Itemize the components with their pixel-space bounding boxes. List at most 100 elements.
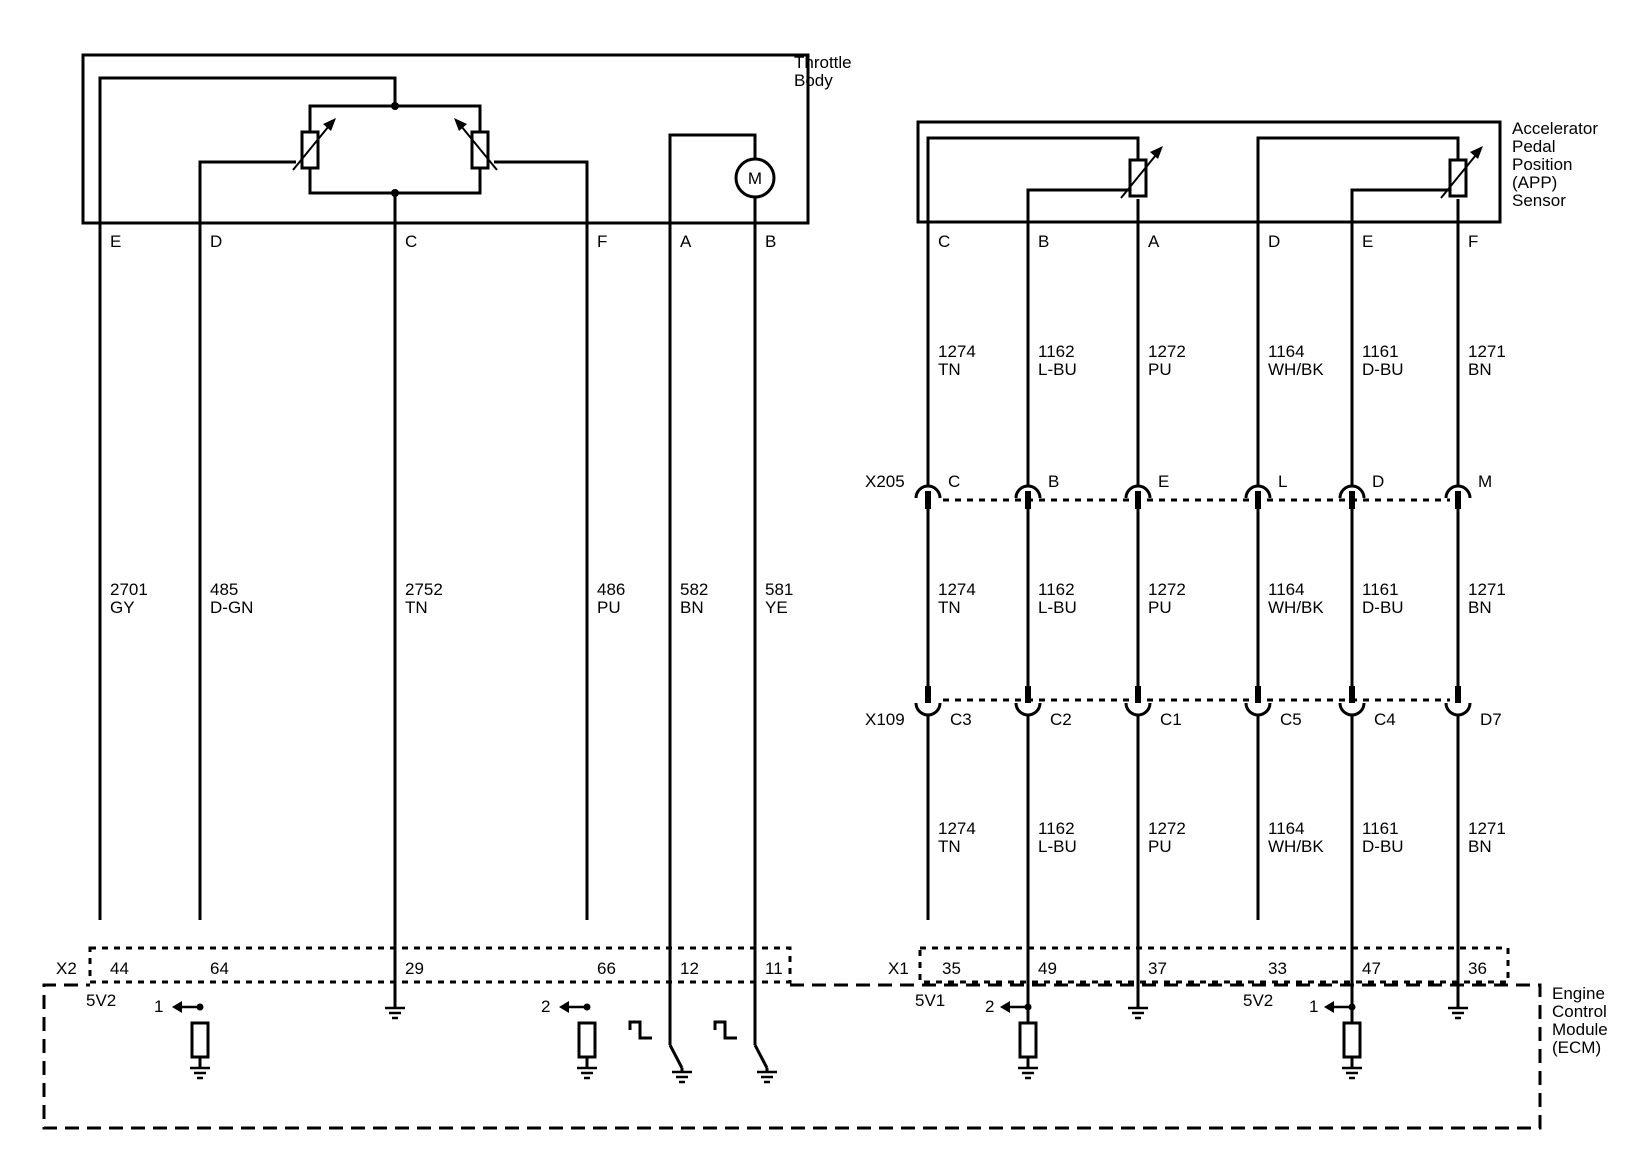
connector-x205: X205 C B E L D M	[865, 472, 1492, 509]
app-seg1-circuit-1272: 1272	[1148, 342, 1186, 361]
app-pin-a: A	[1148, 232, 1160, 251]
app-sensor-2-resistor-icon	[1440, 146, 1483, 199]
app-seg2-circuit-1164: 1164	[1268, 580, 1305, 599]
tb-circuit-2701: 2701	[110, 580, 148, 599]
ecm-app2-pulldown	[1324, 1001, 1362, 1068]
x2-pin-11: 11	[765, 959, 783, 978]
app-seg1-circuit-1161: 1161	[1362, 342, 1399, 361]
throttle-body-label-2: Body	[794, 71, 833, 90]
x205-jack-2	[1124, 484, 1152, 509]
tb-circuit-581: 581	[765, 580, 793, 599]
tb-color-pu: PU	[597, 598, 621, 617]
x2-pin-44: 44	[110, 959, 129, 978]
x2-label: X2	[56, 959, 77, 978]
tb-color-bn: BN	[680, 598, 704, 617]
x109-cavity-c4: C4	[1374, 710, 1396, 729]
app-seg2-circuit-1161: 1161	[1362, 580, 1399, 599]
ecm-label-4: (ECM)	[1552, 1038, 1601, 1057]
app-seg2-circuit-1162: 1162	[1038, 580, 1075, 599]
app-pin-f: F	[1468, 232, 1478, 251]
app-seg3-circuit-1164: 1164	[1268, 819, 1305, 838]
x205-jack-4	[1338, 484, 1366, 509]
x109-cavity-d7: D7	[1480, 710, 1502, 729]
app-seg1-circuit-1162: 1162	[1038, 342, 1075, 361]
x205-cavity-l: L	[1278, 472, 1287, 491]
ecm-app-low2-ground-icon	[1448, 1006, 1468, 1020]
app-seg1-color-pu: PU	[1148, 360, 1172, 379]
x2-pin-29: 29	[405, 959, 424, 978]
x1-label: X1	[888, 959, 909, 978]
x2-pin-66: 66	[597, 959, 616, 978]
tb-color-gy: GY	[110, 598, 135, 617]
app-seg3-color-dbu: D-BU	[1362, 837, 1404, 856]
x1-pin-35: 35	[942, 959, 961, 978]
app-wire-labels: C B A D E F 1274 TN 1162 L-BU 1272 PU 11…	[938, 232, 1506, 856]
throttle-body-outline	[81, 53, 810, 225]
x205-jack-5	[1444, 484, 1472, 509]
app-seg2-circuit-1271: 1271	[1468, 580, 1506, 599]
x1-pin-36: 36	[1468, 959, 1487, 978]
ecm-connector-x1: X1 35 49 37 33 47 36	[888, 946, 1510, 984]
ecm-input-2-throttle: 2	[541, 997, 550, 1016]
ecm-tps1-pulldown-ground-icon	[190, 1066, 210, 1080]
x109-cavity-c3: C3	[950, 710, 972, 729]
ecm: Engine Control Module (ECM) 5V2 1 2 5V1 …	[42, 983, 1608, 1130]
ecm-motor-driver-a	[628, 1020, 684, 1072]
app-seg1-color-whbk: WH/BK	[1268, 360, 1324, 379]
throttle-body-label-1: Throttle	[794, 53, 852, 72]
app-seg3-circuit-1271: 1271	[1468, 819, 1506, 838]
ecm-5v1-ref-app: 5V1	[915, 991, 945, 1010]
x205-cavity-m: M	[1478, 472, 1492, 491]
x1-pin-33: 33	[1268, 959, 1287, 978]
app-pin-c: C	[938, 232, 950, 251]
ecm-app2-pulldown-ground-icon	[1342, 1066, 1362, 1080]
ecm-app1-pulldown-ground-icon	[1018, 1066, 1038, 1080]
app-seg1-color-tn: TN	[938, 360, 961, 379]
app-label-1: Accelerator	[1512, 119, 1598, 138]
app-seg3-circuit-1161: 1161	[1362, 819, 1399, 838]
x2-pin-12: 12	[680, 959, 699, 978]
app-label-3: Position	[1512, 155, 1572, 174]
app-seg3-color-tn: TN	[938, 837, 961, 856]
tb-circuit-582: 582	[680, 580, 708, 599]
app-seg3-circuit-1274: 1274	[938, 819, 976, 838]
ecm-label-2: Control	[1552, 1002, 1607, 1021]
motor-label: M	[748, 169, 762, 188]
app-seg2-color-lbu: L-BU	[1038, 598, 1077, 617]
tb-pin-f: F	[597, 232, 607, 251]
x205-cavity-e: E	[1158, 472, 1169, 491]
app-label-2: Pedal	[1512, 137, 1555, 156]
ecm-input-1-throttle: 1	[154, 997, 163, 1016]
tb-pin-b: B	[765, 232, 776, 251]
app-label-4: (APP)	[1512, 173, 1557, 192]
x1-pin-47: 47	[1362, 959, 1381, 978]
x205-cavity-d: D	[1372, 472, 1384, 491]
ecm-tps1-pulldown	[172, 1001, 210, 1068]
ecm-connector-x2: X2 44 64 29 66 12 11	[56, 946, 792, 984]
ecm-5v2-ref-throttle: 5V2	[86, 991, 116, 1010]
tb-pin-c: C	[405, 232, 417, 251]
x205-jack-3	[1244, 484, 1272, 509]
app-seg2-circuit-1272: 1272	[1148, 580, 1186, 599]
tps-1-resistor-icon	[292, 118, 336, 171]
throttle-body: Throttle Body M	[81, 53, 852, 1045]
ecm-5v2-ref-app: 5V2	[1243, 991, 1273, 1010]
ecm-app1-pulldown	[1000, 1001, 1038, 1068]
x109-jack-5	[1444, 686, 1472, 717]
x109-label: X109	[865, 710, 905, 729]
app-seg3-color-bn: BN	[1468, 837, 1492, 856]
app-sensor-1-resistor-icon	[1120, 146, 1163, 199]
app-seg3-circuit-1272: 1272	[1148, 819, 1186, 838]
app-seg2-circuit-1274: 1274	[938, 580, 976, 599]
app-seg1-color-bn: BN	[1468, 360, 1492, 379]
x205-jack-1	[1014, 484, 1042, 509]
ecm-label-3: Module	[1552, 1020, 1608, 1039]
x1-pin-37: 37	[1148, 959, 1167, 978]
x2-pin-64: 64	[210, 959, 229, 978]
app-pin-b: B	[1038, 232, 1049, 251]
app-seg1-circuit-1271: 1271	[1468, 342, 1506, 361]
tb-circuit-486: 486	[597, 580, 625, 599]
app-seg1-color-dbu: D-BU	[1362, 360, 1404, 379]
tb-color-dgn: D-GN	[210, 598, 253, 617]
app-seg2-color-pu: PU	[1148, 598, 1172, 617]
